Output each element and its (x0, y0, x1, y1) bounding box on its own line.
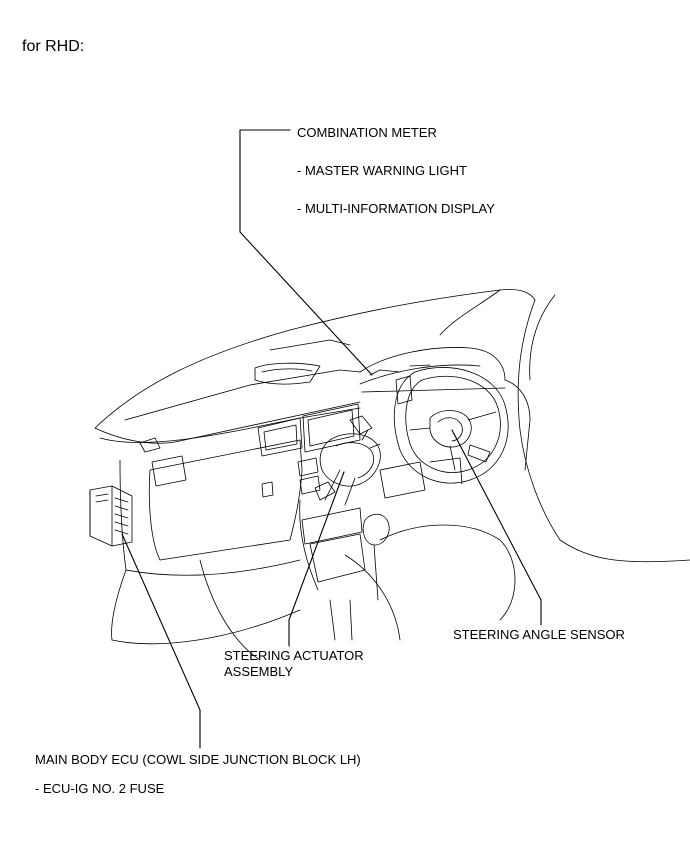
main-body-ecu-box (89, 485, 133, 547)
leader-steering-actuator (288, 471, 345, 647)
center-stack (257, 403, 366, 591)
combination-meter-hood (359, 347, 506, 393)
leader-lines (121, 129, 542, 749)
windshield-outline (94, 289, 690, 563)
steering-wheel (393, 367, 509, 484)
left-dash-end (111, 439, 303, 661)
leader-steering-angle-sensor (451, 429, 542, 626)
label-steering-actuator-assembly: ASSEMBLY (224, 664, 294, 679)
steering-actuator (314, 415, 381, 506)
page-heading: for RHD: (22, 38, 85, 55)
label-steering-angle-sensor: STEERING ANGLE SENSOR (453, 627, 625, 642)
dash-top (94, 339, 361, 453)
console (329, 513, 516, 641)
label-master-warning-light: - MASTER WARNING LIGHT (297, 163, 467, 178)
label-multi-information-display: - MULTI-INFORMATION DISPLAY (297, 201, 495, 216)
right-dash (379, 375, 531, 499)
label-combination-meter: COMBINATION METER (297, 125, 437, 140)
label-ecu-ig-fuse: - ECU-IG NO. 2 FUSE (35, 781, 165, 796)
leader-combination-meter (239, 129, 373, 376)
label-main-body-ecu: MAIN BODY ECU (COWL SIDE JUNCTION BLOCK … (35, 752, 361, 767)
leader-main-body-ecu (121, 533, 201, 749)
